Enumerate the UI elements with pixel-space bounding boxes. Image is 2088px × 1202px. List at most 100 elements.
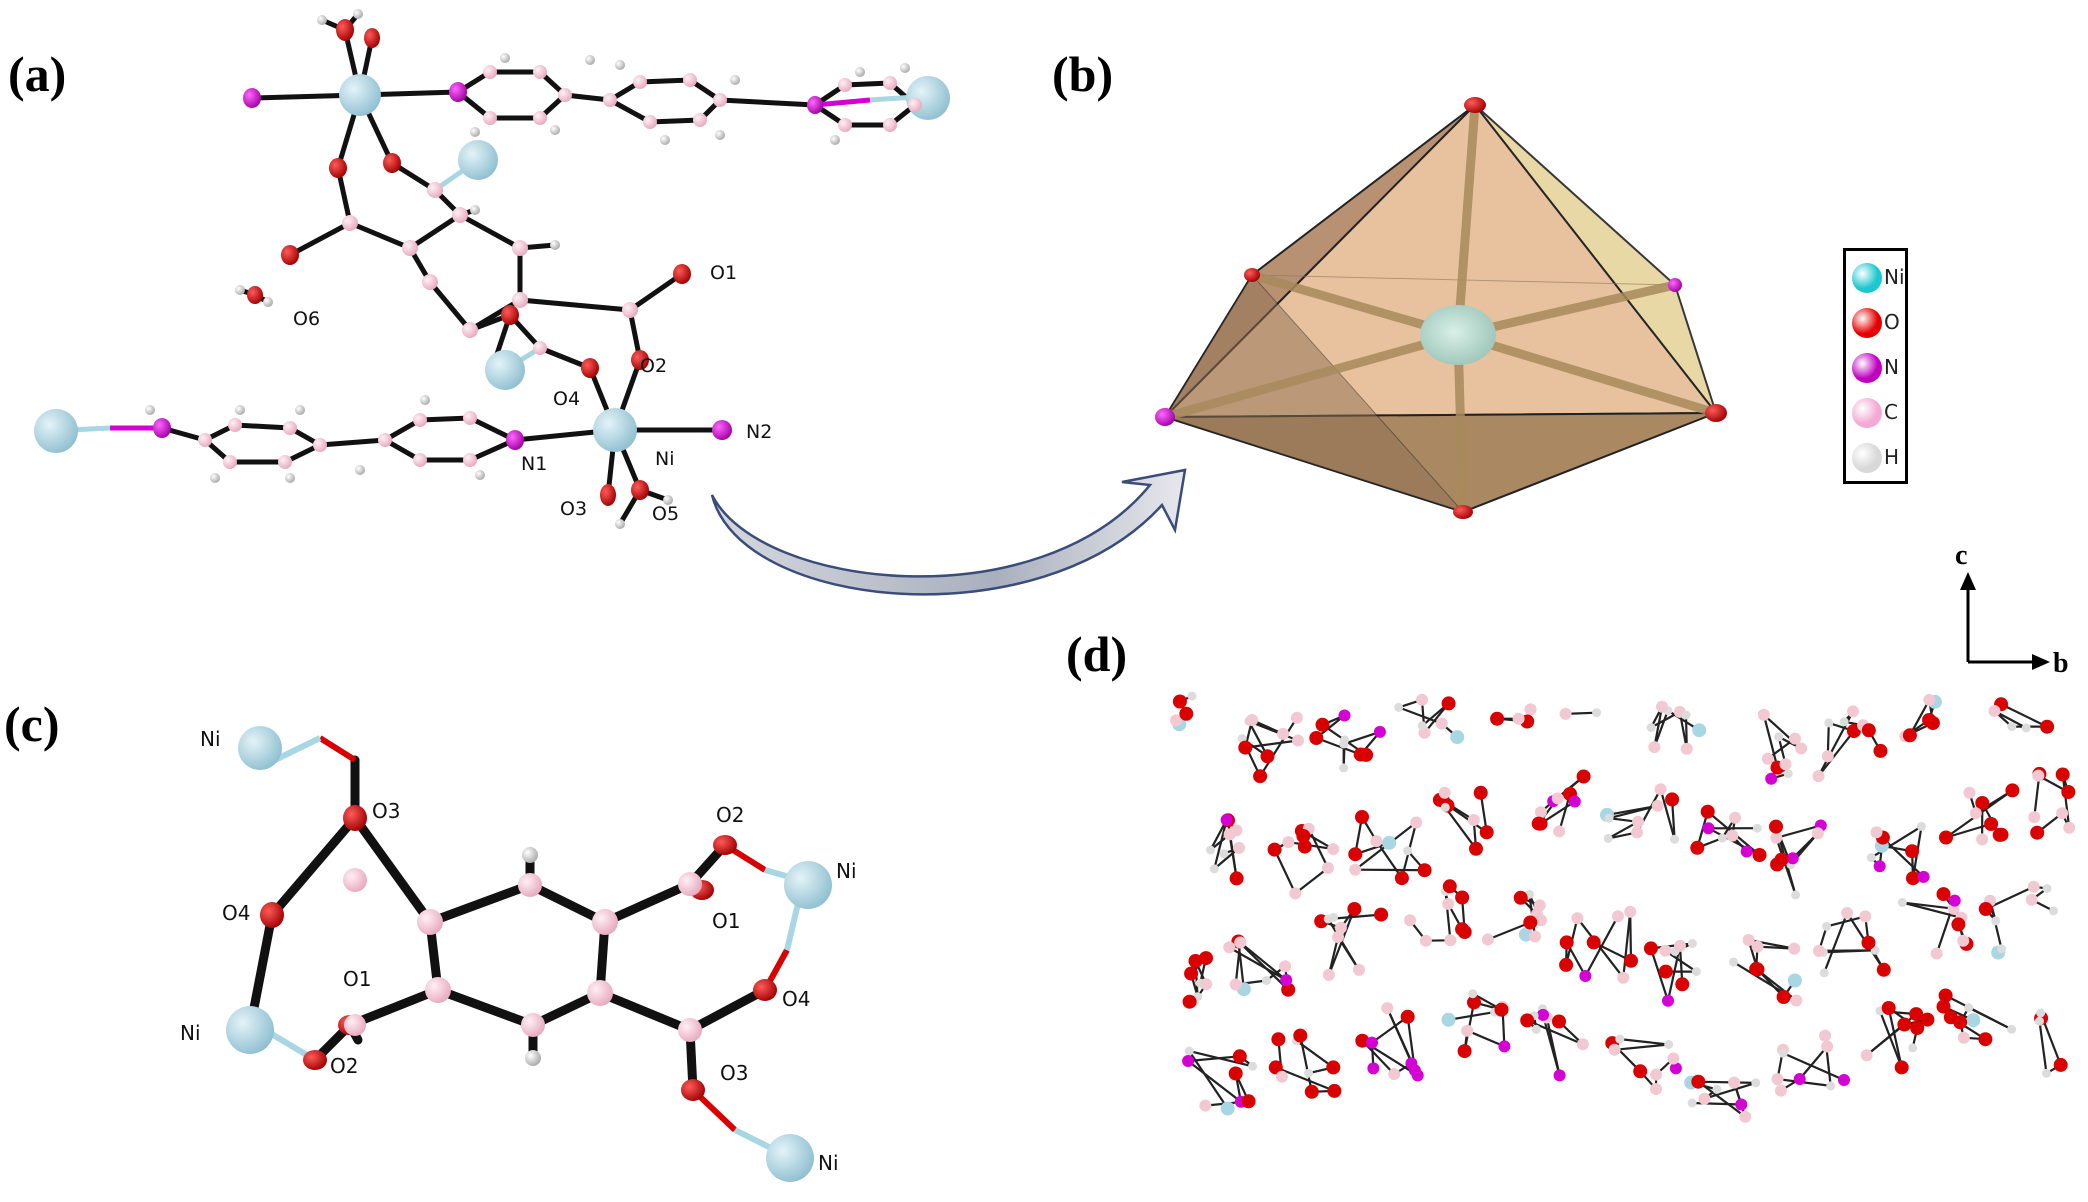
c-atom — [1617, 971, 1630, 984]
h-atom — [1681, 710, 1691, 720]
bond — [1697, 1080, 1746, 1118]
c-atom — [1631, 826, 1643, 839]
label-o1: O1 — [343, 967, 371, 991]
o-atom — [1909, 1007, 1924, 1022]
c-atom — [1957, 1031, 1970, 1044]
bond — [1823, 912, 1849, 974]
c-atom — [2028, 811, 2041, 824]
o-atom — [1846, 724, 1861, 738]
ni-atom — [1450, 730, 1465, 745]
o-atom — [1441, 696, 1456, 711]
n-atom — [1917, 870, 1930, 883]
h-atom — [1687, 939, 1697, 948]
bond — [1619, 1038, 1669, 1046]
bond — [1782, 1052, 1845, 1082]
o-atom — [1691, 1074, 1706, 1089]
legend-label: C — [1884, 400, 1898, 424]
h-atom — [1997, 944, 2006, 954]
bond — [1818, 949, 1876, 952]
o-atom — [1552, 1014, 1566, 1029]
c-atom — [1751, 940, 1764, 953]
o-atom — [1861, 935, 1876, 950]
h-atom — [1778, 1048, 1788, 1058]
bond — [1817, 730, 1855, 777]
c-atom — [2032, 769, 2045, 782]
o-atom — [1776, 990, 1791, 1004]
o-atom — [1576, 769, 1591, 784]
c-atom — [1811, 827, 1824, 840]
ni-atom — [784, 861, 832, 909]
label-o4: O4 — [782, 987, 810, 1011]
ni-atom — [593, 408, 637, 452]
c-atom — [1790, 994, 1803, 1007]
label-ni: Ni — [180, 1021, 201, 1045]
c-atom — [1234, 936, 1247, 949]
o-atom — [1749, 961, 1764, 976]
c-atom — [1223, 828, 1236, 841]
o-atom — [1315, 717, 1330, 732]
h-atom — [1917, 821, 1926, 831]
c-atom — [1229, 978, 1242, 991]
o-atom — [1861, 723, 1876, 738]
c-atom — [1416, 693, 1428, 706]
c-atom — [1795, 742, 1808, 755]
bond — [1355, 868, 1425, 872]
ni-atom — [226, 1006, 274, 1054]
o-atom — [1690, 840, 1705, 855]
legend-item: O — [1850, 302, 1908, 342]
h-atom — [1323, 914, 1333, 924]
c-atom — [1200, 978, 1213, 991]
label-ni: Ni — [655, 448, 675, 470]
ni-atom — [34, 409, 78, 453]
o-atom — [1442, 879, 1457, 894]
label-o5: O5 — [652, 503, 679, 525]
c-atom — [1553, 825, 1566, 838]
o-atom — [1939, 830, 1953, 845]
c-atom — [1279, 960, 1292, 973]
ni-atom — [458, 140, 498, 180]
legend-label: N — [1884, 355, 1899, 379]
h-atom — [2049, 906, 2058, 916]
o-atom — [1355, 1033, 1370, 1048]
c-atom — [1334, 921, 1347, 934]
h-atom — [1592, 708, 1602, 718]
h-atom — [1468, 989, 1478, 999]
legend-swatch — [1852, 443, 1882, 473]
bond — [1327, 918, 1360, 971]
n-atom — [1338, 709, 1351, 722]
c-atom — [1976, 833, 1989, 846]
o-atom — [1417, 863, 1432, 878]
o-atom — [2055, 767, 2070, 782]
o-atom — [1897, 1017, 1912, 1032]
o-atom — [2053, 1057, 2068, 1072]
o-atom — [1700, 804, 1715, 819]
o-atom — [1271, 1032, 1286, 1047]
n-atom — [1182, 1055, 1195, 1067]
o-atom — [1467, 995, 1481, 1010]
o-atom — [1951, 917, 1966, 932]
h-atom — [1729, 957, 1738, 967]
c-atom — [1728, 1076, 1741, 1089]
legend-label: O — [1884, 310, 1900, 334]
c-atom — [1322, 968, 1335, 981]
bond — [1187, 1060, 1242, 1103]
label-o3: O3 — [372, 799, 400, 823]
n-atom — [1568, 795, 1581, 808]
c-atom — [1524, 703, 1537, 716]
c-atom — [1551, 792, 1564, 805]
c-atom — [1199, 1099, 1212, 1112]
h-atom — [1403, 846, 1413, 856]
bond — [1902, 901, 1954, 910]
o-atom — [2005, 783, 2020, 798]
panel-c-linker: Ni Ni Ni Ni O3 O4 O1 O2 O2 O1 O4 O3 — [180, 726, 857, 1182]
bond — [1698, 1080, 1756, 1084]
n-atom — [1873, 860, 1886, 873]
h-atom — [2042, 1068, 2051, 1078]
c-atom — [1632, 815, 1644, 828]
c-atom — [1481, 933, 1494, 946]
bond — [1526, 1019, 1584, 1046]
o-atom — [1469, 841, 1483, 856]
bond — [1371, 1015, 1409, 1044]
o-atom — [2061, 785, 2076, 799]
